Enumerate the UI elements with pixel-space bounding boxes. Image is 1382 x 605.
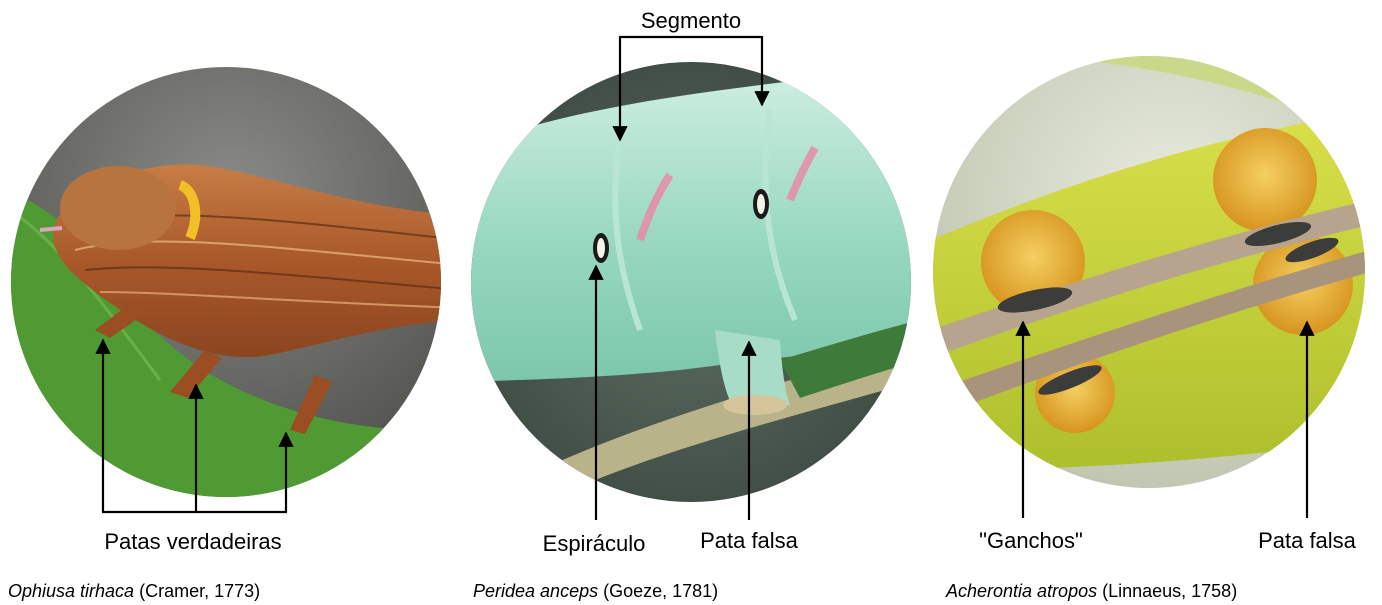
caption-right: Acherontia atropos (Linnaeus, 1758)	[945, 581, 1237, 601]
label-spiracle: Espiráculo	[543, 531, 646, 556]
label-hooks: "Ganchos"	[979, 528, 1083, 553]
label-true-legs: Patas verdadeiras	[104, 529, 281, 554]
species-right: Acherontia atropos	[945, 581, 1097, 601]
photo-circle-right	[930, 50, 1370, 500]
author-right: (Linnaeus, 1758)	[1097, 581, 1237, 601]
photo-circle-middle	[460, 55, 920, 515]
caption-middle: Peridea anceps (Goeze, 1781)	[473, 581, 718, 601]
label-proleg-right: Pata falsa	[1258, 528, 1357, 553]
species-left: Ophiusa tirhaca	[8, 581, 134, 601]
species-middle: Peridea anceps	[473, 581, 598, 601]
label-segment: Segmento	[641, 8, 741, 33]
label-proleg-middle: Pata falsa	[700, 528, 799, 553]
photo-circle-left	[0, 60, 460, 510]
caption-left: Ophiusa tirhaca (Cramer, 1773)	[8, 581, 260, 601]
author-middle: (Goeze, 1781)	[598, 581, 718, 601]
author-left: (Cramer, 1773)	[134, 581, 260, 601]
